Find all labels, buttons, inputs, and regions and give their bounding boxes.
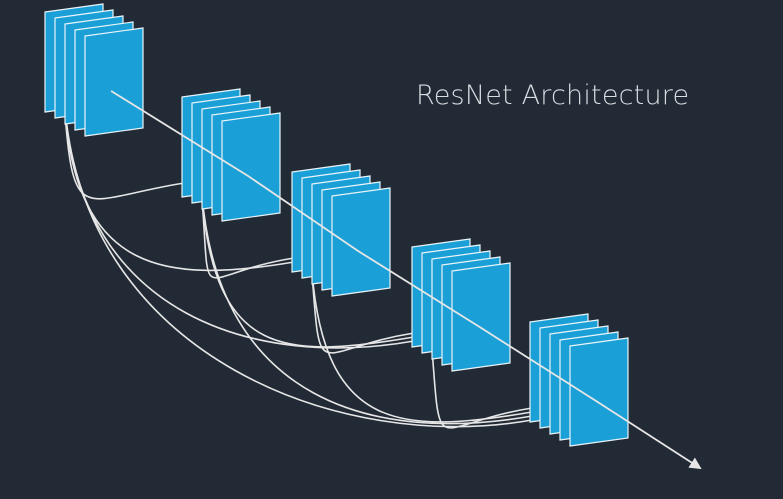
skip-connection-1-to-5: [64, 107, 533, 428]
block-1: [44, 3, 144, 137]
skip-connections: [64, 107, 533, 429]
block-5-sheet-1: [569, 337, 629, 447]
layer-blocks: [44, 3, 629, 447]
block-1-sheet-1: [84, 27, 144, 137]
main-path: [110, 90, 702, 470]
block-2: [181, 88, 281, 222]
block-3-sheet-1: [331, 187, 391, 297]
forward-path-arrow: [110, 90, 702, 470]
block-3: [291, 163, 391, 297]
skip-connection-1-to-2: [64, 113, 185, 200]
block-4-sheet-1: [451, 262, 511, 372]
skip-connection-2-to-3: [201, 198, 295, 279]
skip-connection-4-to-5: [431, 348, 533, 429]
block-2-sheet-1: [221, 112, 281, 222]
skip-connection-2-to-5: [201, 194, 533, 425]
block-5: [529, 313, 629, 447]
block-4: [411, 238, 511, 372]
diagram-title: ResNet Architecture: [416, 80, 690, 111]
